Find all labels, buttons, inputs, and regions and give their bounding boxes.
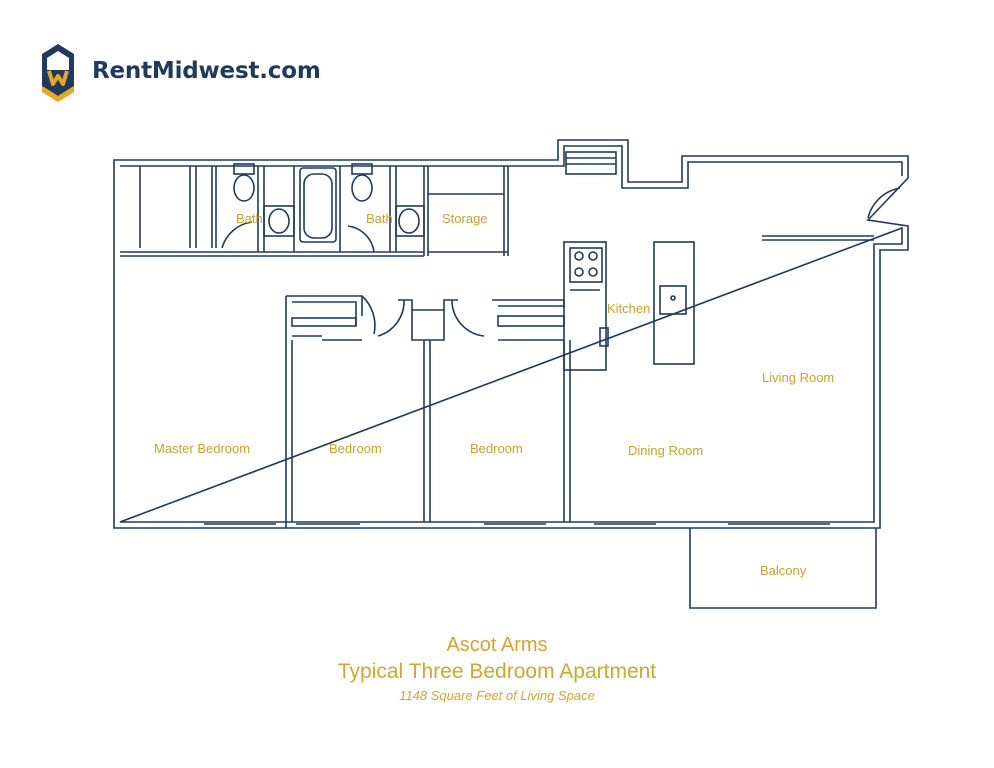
room-label-bath: Bath <box>366 211 393 226</box>
property-title: Ascot Arms <box>446 634 548 656</box>
room-label-storage: Storage <box>442 211 488 226</box>
living-space-area: 1148 Square Feet of Living Space <box>399 688 595 703</box>
room-label-living-room: Living Room <box>762 370 835 385</box>
room-label-dining-room: Dining Room <box>628 443 704 458</box>
apartment-type: Typical Three Bedroom Apartment <box>337 660 657 683</box>
outer-wall <box>113 139 909 529</box>
rentmidwest-logo-icon <box>42 44 74 102</box>
room-label-balcony: Balcony <box>760 563 807 578</box>
outer-wall-inner <box>119 145 903 523</box>
room-label-master-bedroom: Master Bedroom <box>154 441 251 456</box>
room-label-bath: Bath <box>236 211 263 226</box>
room-label-bedroom: Bedroom <box>329 441 382 456</box>
room-label-kitchen: Kitchen <box>607 301 651 316</box>
room-label-bedroom: Bedroom <box>470 441 523 456</box>
brand-name[interactable]: RentMidwest.com <box>92 58 321 84</box>
